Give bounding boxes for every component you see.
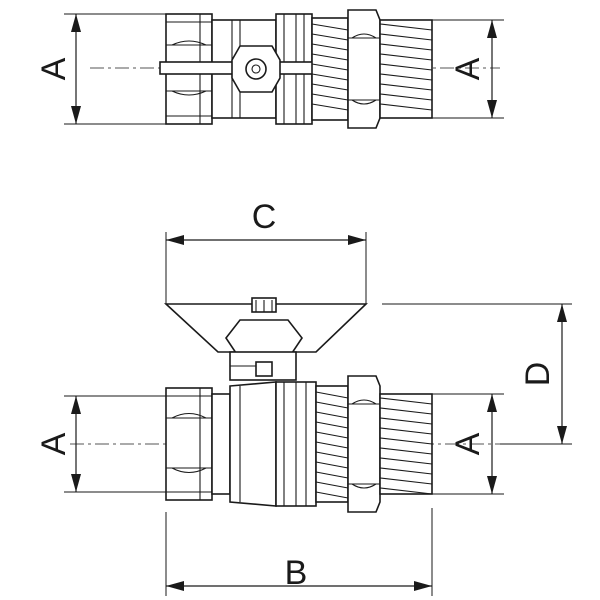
front-right-dimension-a: A xyxy=(432,393,504,495)
top-left-dimension-a: A xyxy=(35,13,166,125)
front-right-dimension-label: A xyxy=(449,432,487,455)
front-female-hex-end xyxy=(165,387,213,501)
top-right-dimension-label: A xyxy=(449,57,487,80)
handle-width-dimension-label: C xyxy=(252,198,277,236)
top-butterfly-handle xyxy=(159,45,351,93)
front-left-dimension-label: A xyxy=(35,432,73,455)
front-butterfly-handle xyxy=(163,297,368,381)
top-male-thread xyxy=(311,9,433,129)
height-dimension-d: D xyxy=(382,303,572,445)
handle-width-dimension-c: C xyxy=(165,198,367,304)
length-dimension-b: B xyxy=(165,508,433,596)
front-male-thread xyxy=(315,375,433,513)
valve-front-view: C D A A xyxy=(35,198,572,596)
front-valve-body xyxy=(211,381,317,507)
front-left-dimension-a: A xyxy=(35,395,166,493)
length-dimension-label: B xyxy=(285,554,308,592)
top-right-dimension-a: A xyxy=(432,19,504,119)
height-dimension-label: D xyxy=(519,362,557,387)
valve-top-view: A A xyxy=(35,9,504,129)
top-left-dimension-label: A xyxy=(35,57,73,80)
